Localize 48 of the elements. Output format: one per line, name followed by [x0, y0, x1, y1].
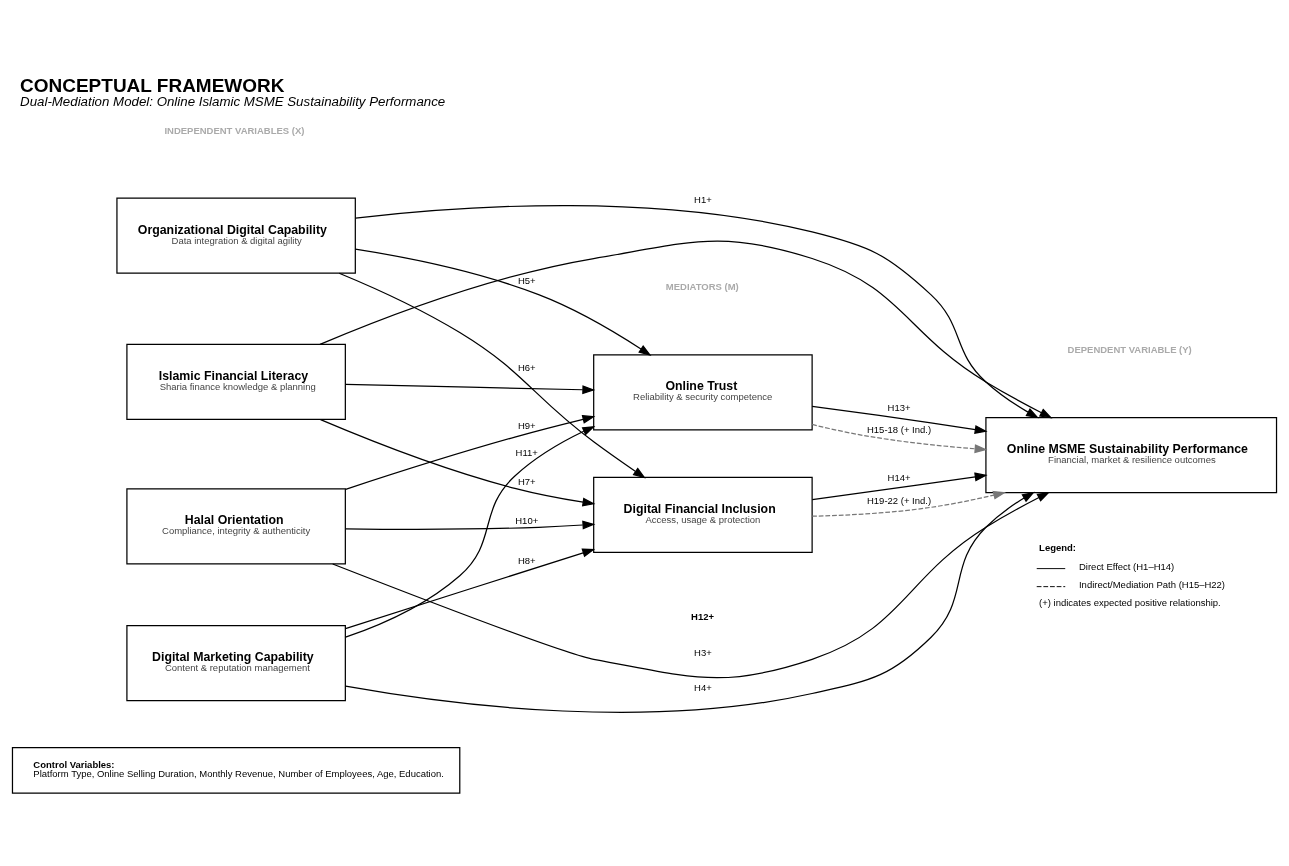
arrow [344, 548, 596, 629]
node-box: Control Variables: Platform Type, Online Selling Duration, Monthly Revenue, Number of Employees, Age, Education. [11, 746, 461, 794]
arrow [344, 383, 596, 394]
arrow [354, 248, 652, 356]
edge-label: H10+ [515, 514, 539, 526]
arrow [811, 423, 988, 453]
edge-label: H5+ [517, 274, 536, 286]
edge-label: H7+ [517, 476, 536, 487]
label: (+) indicates expected positive relationship. [1039, 596, 1221, 608]
edge-label: H11+ [515, 446, 538, 458]
label: H12+ [691, 610, 714, 622]
caption: Dual-Mediation Model: Online Islamic MSME Sustainability Performance [20, 93, 446, 109]
arrow [811, 471, 988, 500]
arrow [345, 414, 596, 490]
arrow [344, 491, 1035, 713]
arrow [345, 520, 596, 530]
node-box: Online Trust Reliability & security competence [593, 353, 813, 431]
arrow [811, 490, 1007, 517]
arrow [354, 204, 1039, 418]
node-box: Digital Marketing Capability Content & reputation management [126, 624, 346, 701]
diagram-title: CONCEPTUAL FRAMEWORK [20, 74, 285, 96]
label: MEDIATORS (M) [665, 280, 739, 292]
label: Legend: [1039, 541, 1076, 553]
arrow [345, 425, 596, 638]
node-box: Organizational Digital Capability Data integration & digital agility [116, 197, 356, 274]
label: DEPENDENT VARIABLE (Y) [1067, 343, 1192, 355]
legend-label: Indirect/Mediation Path (H15–H22) [1078, 578, 1226, 590]
legend-label: Direct Effect (H1–H14) [1078, 560, 1175, 572]
arrow [332, 491, 1050, 678]
edge-label: H6+ [517, 361, 536, 373]
edge-label: H13+ [887, 401, 911, 413]
node-box: Online MSME Sustainability Performance Financial, market & resilience outcomes [985, 416, 1278, 493]
arrow [811, 405, 988, 434]
node-box: Digital Financial Inclusion Access, usage & protection [593, 476, 813, 553]
arrow [319, 239, 1053, 418]
arrow [319, 418, 596, 507]
label: INDEPENDENT VARIABLES (X) [164, 124, 305, 136]
edge-label: H9+ [517, 419, 536, 431]
edge-label: H19-22 (+ Ind.) [866, 494, 932, 506]
edge-label: H14+ [887, 471, 911, 483]
edge-label: H8+ [517, 554, 536, 566]
edge-label: H1+ [694, 193, 712, 205]
edge-label: H15-18 (+ Ind.) [866, 423, 932, 435]
edge-label: H4+ [694, 681, 712, 693]
edge-label: H3+ [694, 646, 712, 658]
node-box: Islamic Financial Literacy Sharia finance knowledge & planning [126, 343, 346, 420]
node-box: Halal Orientation Compliance, integrity & authenticity [126, 487, 346, 564]
arrow [338, 272, 646, 478]
